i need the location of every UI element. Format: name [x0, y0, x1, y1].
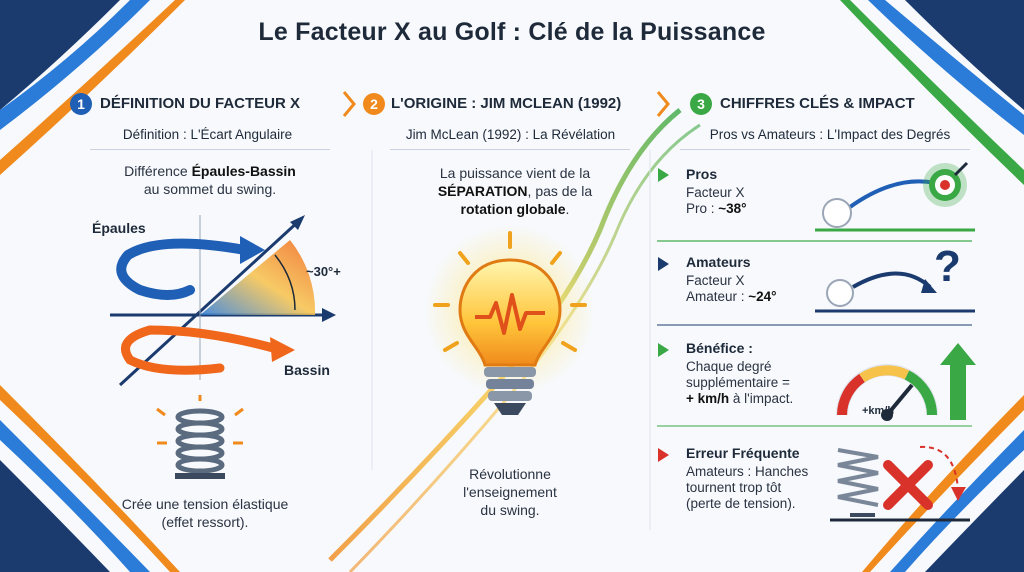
- erreur-text: Amateurs : Hanches tournent trop tôt (pe…: [686, 464, 808, 512]
- amateur-shot-illustration: [815, 271, 975, 313]
- pros-text: Facteur X Pro : ~38°: [686, 185, 747, 217]
- red-x-icon: [883, 460, 933, 510]
- shoulder-hip-diagram: [110, 215, 336, 387]
- amateurs-line-2: Amateur :: [686, 289, 749, 304]
- section-3-title: CHIFFRES CLÉS & IMPACT: [720, 95, 915, 112]
- shoulder-arrow-head-icon: [240, 236, 265, 264]
- shoulder-axis-line: [118, 218, 302, 387]
- desc-bold-rotation: rotation globale: [460, 201, 566, 217]
- angle-wedge: [200, 240, 316, 315]
- green-chevron-icon: [658, 168, 669, 182]
- bottom-line-1: Révolutionne: [469, 466, 551, 482]
- desc-line-2: , pas de la: [527, 183, 593, 199]
- short-trajectory-arrow: [852, 271, 932, 289]
- section-1-subtitle: Définition : L'Écart Angulaire: [122, 127, 293, 142]
- speedometer-icon: [836, 343, 976, 421]
- pro-target-illustration: [815, 161, 975, 232]
- benefice-kmh: + km/h: [686, 391, 730, 406]
- hip-axis-arrow-icon: [322, 308, 336, 322]
- hip-rotation-arrow: [121, 325, 285, 375]
- desc-line-1: La puissance vient de la: [439, 165, 591, 181]
- pros-title: Pros: [686, 166, 718, 182]
- angle-arc: [274, 254, 296, 311]
- spring-caption-line-1: Crée une tension élastique: [121, 496, 289, 512]
- green-chevron-icon-2: [658, 343, 669, 357]
- section-2-description: La puissance vient de la SÉPARATION, pas…: [395, 164, 635, 218]
- divider-2: [657, 324, 972, 326]
- benefice-text: Chaque degré supplémentaire = + km/h à l…: [686, 359, 793, 407]
- gauge-label: +km/h: [862, 405, 895, 417]
- desc-bold: Épaules-Bassin: [191, 163, 296, 179]
- section-3-number: 3: [690, 93, 712, 115]
- erreur-line-2: tournent trop tôt: [686, 480, 782, 495]
- benefice-line-3: à l'impact.: [729, 391, 794, 406]
- desc-text: Différence: [124, 163, 192, 179]
- page-title: Le Facteur X au Golf : Clé de la Puissan…: [258, 18, 766, 46]
- golf-ball-icon: [826, 279, 854, 307]
- desc-text-2: au sommet du swing.: [143, 181, 277, 197]
- shoulder-axis-arrow-icon: [290, 215, 305, 230]
- benefice-line-1: Chaque degré: [686, 359, 772, 374]
- hip-arrow-head-icon: [270, 337, 295, 362]
- broken-spring-illustration: [830, 445, 970, 522]
- section-2-bottom-text: Révolutionne l'enseignement du swing.: [440, 465, 580, 519]
- section-1-number: 1: [70, 93, 92, 115]
- desc-bold-separation: SÉPARATION: [437, 183, 528, 199]
- pros-line-1: Facteur X: [686, 185, 745, 200]
- trajectory-arrow: [848, 179, 936, 209]
- section-2-subtitle: Jim McLean (1992) : La Révélation: [405, 127, 616, 142]
- lightbulb-icon: [425, 225, 595, 415]
- section-1-description: Différence Épaules-Bassin au sommet du s…: [70, 162, 350, 198]
- bottom-line-2: l'enseignement: [463, 484, 557, 500]
- section-3-subtitle: Pros vs Amateurs : L'Impact des Degrés: [709, 127, 951, 142]
- divider-1: [657, 240, 972, 242]
- benefice-line-2: supplémentaire =: [686, 375, 790, 390]
- amateurs-degrees: ~24°: [748, 289, 777, 304]
- label-bassin: Bassin: [284, 362, 330, 378]
- pros-degrees: ~38°: [718, 201, 747, 216]
- section-1-title: DÉFINITION DU FACTEUR X: [100, 95, 301, 112]
- question-mark-icon: ?: [934, 242, 961, 291]
- section-2-title: L'ORIGINE : JIM MCLEAN (1992): [391, 95, 622, 112]
- navy-chevron-icon: [658, 257, 669, 271]
- section-3-underline: [680, 149, 970, 150]
- section-1-underline: [90, 149, 330, 150]
- bottom-line-3: du swing.: [480, 502, 540, 518]
- golf-ball-icon: [822, 198, 852, 228]
- erreur-title: Erreur Fréquente: [686, 445, 800, 461]
- shoulder-rotation-arrow: [116, 238, 250, 300]
- erreur-line-3: (perte de tension).: [686, 496, 796, 511]
- pros-line-2: Pro :: [686, 201, 719, 216]
- erreur-line-1: Amateurs : Hanches: [686, 464, 809, 479]
- section-2-underline: [390, 149, 630, 150]
- amateurs-line-1: Facteur X: [686, 273, 745, 288]
- spring-icon: [156, 395, 244, 479]
- spring-caption: Crée une tension élastique (effet ressor…: [85, 495, 325, 531]
- red-chevron-icon: [658, 448, 669, 462]
- desc-period: .: [565, 201, 570, 217]
- section-2-number: 2: [363, 93, 385, 115]
- amateurs-title: Amateurs: [686, 254, 751, 270]
- divider-3: [657, 425, 972, 427]
- label-angle: ~30°+: [306, 264, 341, 279]
- benefice-title: Bénéfice :: [686, 340, 753, 356]
- label-epaules: Épaules: [92, 220, 146, 236]
- amateurs-text: Facteur X Amateur : ~24°: [686, 273, 777, 305]
- spring-caption-line-2: (effet ressort).: [161, 514, 249, 530]
